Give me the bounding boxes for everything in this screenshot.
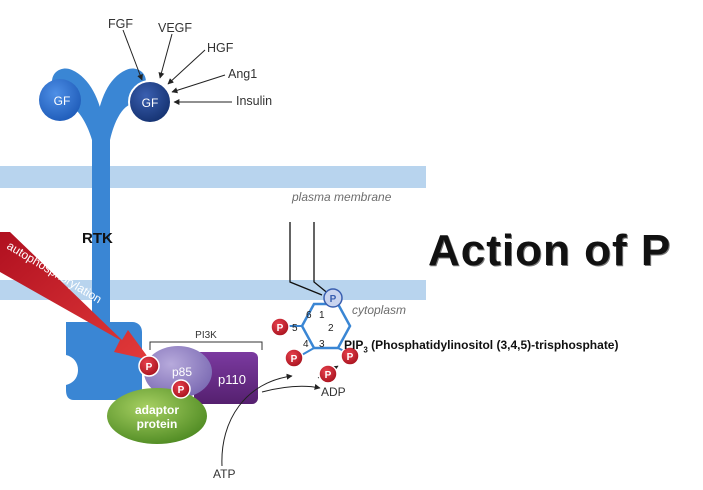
p85-label: p85 <box>172 365 192 379</box>
vegf-arrow <box>158 33 173 79</box>
ligand-hgf: HGF <box>207 41 234 55</box>
pip3-caption: PIP3 (Phosphatidylinositol (3,4,5)-trisp… <box>344 338 618 354</box>
ring-number: 1 <box>319 310 325 321</box>
plasma-membrane-label: plasma membrane <box>292 190 392 204</box>
phosphate-ring-5: P <box>270 317 290 337</box>
adaptor-label-line1: adaptor <box>135 403 179 417</box>
ang1-arrow <box>171 74 226 94</box>
phosphate-receptor: P <box>138 355 160 377</box>
hgf-arrow <box>167 49 206 85</box>
atp-curve <box>221 373 293 467</box>
svg-text:P: P <box>347 352 354 363</box>
fgf-arrow <box>122 29 143 81</box>
p85-subunit <box>144 346 212 398</box>
svg-text:P: P <box>330 294 337 305</box>
adp-arrow <box>261 384 321 393</box>
slide-title: Action of P <box>428 226 672 275</box>
adaptor-label-line2: protein <box>137 417 178 431</box>
phosphate-ring-4: P <box>284 348 304 368</box>
ring-number: 4 <box>303 339 309 350</box>
svg-text:P: P <box>277 323 284 334</box>
pip3-prefix: PIP <box>344 338 364 352</box>
phosphate-adaptor: P <box>171 379 191 399</box>
ligand-insulin: Insulin <box>236 94 273 108</box>
phosphate-ring-3: P <box>340 346 360 366</box>
autophosphorylation-arrow <box>0 232 150 360</box>
ligand-vegf: VEGF <box>158 21 193 35</box>
pi3k-label: PI3K <box>195 330 217 341</box>
phosphate-new: P <box>318 364 338 384</box>
ring-number: 2 <box>328 323 334 334</box>
phosphate-membrane: P <box>323 288 343 308</box>
pi3k-bracket <box>149 341 263 350</box>
svg-text:P: P <box>325 370 332 381</box>
svg-text:P: P <box>146 362 153 373</box>
ring-number: 6 <box>306 310 312 321</box>
atp-label: ATP <box>213 467 236 481</box>
ring-number: 3 <box>319 339 325 350</box>
gf-left-label: GF <box>54 94 71 108</box>
gf-right-circle <box>128 80 172 124</box>
adaptor-protein <box>107 388 207 444</box>
ligand-ang1: Ang1 <box>228 67 258 81</box>
gf-right-label: GF <box>142 96 159 110</box>
p110-label: p110 <box>218 372 246 387</box>
svg-text:P: P <box>291 354 298 365</box>
cytoplasm-label: cytoplasm <box>352 303 407 317</box>
pip3-fullname: (Phosphatidylinositol (3,4,5)-trisphosph… <box>367 338 619 352</box>
lipid-tail-right <box>313 222 331 296</box>
ligand-fgf: FGF <box>108 17 133 31</box>
rtk-label: RTK <box>82 230 113 247</box>
adp-label: ADP <box>321 385 346 399</box>
lipid-tail-left <box>289 222 323 296</box>
pip3-subscript: 3 <box>363 345 368 355</box>
membrane-outer-band <box>0 166 426 188</box>
svg-text:P: P <box>178 385 185 396</box>
gf-left-circle <box>39 79 81 121</box>
ring-number: 5 <box>292 323 298 334</box>
